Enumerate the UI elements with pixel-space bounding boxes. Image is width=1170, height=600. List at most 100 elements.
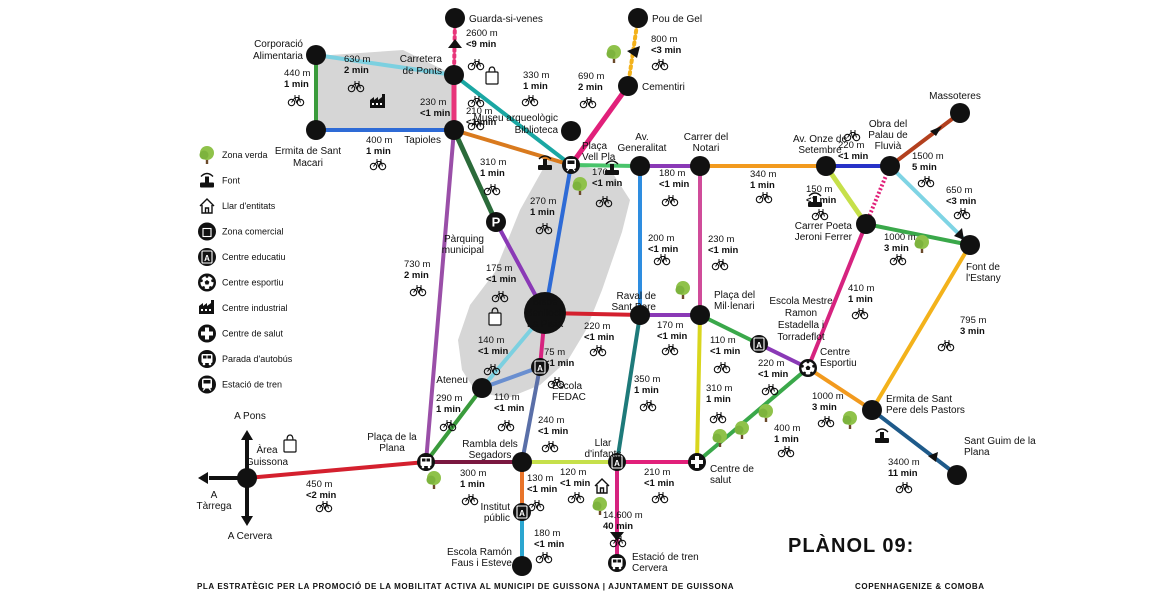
shopping-bag-icon <box>202 227 212 238</box>
bicycle-icon <box>709 412 727 424</box>
segment-distance: 800 m <box>651 34 677 45</box>
segment-distance: 180 m <box>659 168 685 179</box>
station-label-escola-ramon: Escola Ramón <box>447 547 512 558</box>
station-label-poeta: Carrer Poeta <box>795 221 853 232</box>
station-pougel[interactable] <box>628 8 648 28</box>
segment-time: <1 min <box>527 484 558 495</box>
station-rambla[interactable] <box>512 452 532 472</box>
legend-label: Zona verda <box>222 150 268 160</box>
bicycle-icon <box>467 59 485 71</box>
station-font-estany[interactable] <box>960 235 980 255</box>
station-poeta[interactable] <box>856 214 876 234</box>
bicycle-icon <box>567 492 585 504</box>
school-icon <box>197 247 217 267</box>
route-line-fedac-rambla <box>520 365 542 464</box>
station-generalitat[interactable] <box>630 156 650 176</box>
segment-time: 3 min <box>812 402 837 413</box>
bicycle-icon <box>315 501 333 513</box>
station-label-esportiu: Centre <box>820 347 850 358</box>
station-cementiri[interactable] <box>618 76 638 96</box>
legend-label: Font <box>222 176 241 186</box>
bicycle-icon <box>777 446 795 458</box>
segment-time: <1 min <box>592 178 623 189</box>
station-label-ermita-pere: Ermita de Sant <box>886 394 952 405</box>
station-label-esportiu: Esportiu <box>820 358 857 369</box>
segment-time: <1 min <box>420 108 451 119</box>
station-nodes[interactable] <box>237 8 980 576</box>
station-mil[interactable] <box>690 305 710 325</box>
segment-time: 3 min <box>884 243 909 254</box>
station-label-rambla: Segadors <box>469 450 512 461</box>
station-label-placa-vell: Vell Pla <box>582 152 616 163</box>
station-onze[interactable] <box>816 156 836 176</box>
station-ermita-pere[interactable] <box>862 400 882 420</box>
station-escola-ramon[interactable] <box>512 556 532 576</box>
commercial-zone-center <box>458 160 630 398</box>
station-ermita-macari[interactable] <box>306 120 326 140</box>
segment-distance: 300 m <box>460 468 486 479</box>
segment-time: <1 min <box>758 369 789 380</box>
station-massoteres[interactable] <box>950 103 970 123</box>
segment-time: <1 min <box>584 332 615 343</box>
direction-label-tarrega: Tàrrega <box>196 501 231 512</box>
segment-distance: 210 m <box>644 467 670 478</box>
segment-time: <1 min <box>708 245 739 256</box>
segment-distance: 2600 m <box>466 28 498 39</box>
bicycle-icon <box>589 345 607 357</box>
bicycle-icon <box>713 362 731 374</box>
segment-time: <1 min <box>544 358 575 369</box>
segment-distance: 795 m <box>960 315 986 326</box>
station-obra[interactable] <box>880 156 900 176</box>
station-institut <box>512 502 532 522</box>
route-line-onze-poeta <box>823 163 869 227</box>
segment-distance: 1500 m <box>912 151 944 162</box>
bus-icon <box>198 350 216 368</box>
segment-distance: 730 m <box>404 259 430 270</box>
shopping-bag-icon <box>485 66 499 85</box>
segment-distance: 220 m <box>758 358 784 369</box>
station-area[interactable] <box>237 468 257 488</box>
segment-time: <2 min <box>306 490 337 501</box>
station-label-font-estany: l'Estany <box>966 273 1001 284</box>
station-tapioles[interactable] <box>444 120 464 140</box>
route-line-tapioles-parquing <box>451 127 499 225</box>
tree-icon <box>675 281 690 299</box>
station-corporacio[interactable] <box>306 45 326 65</box>
station-label-rambla: Rambla dels <box>462 439 518 450</box>
tree-icon <box>199 146 214 164</box>
segment-time: <1 min <box>648 244 679 255</box>
tree-icon <box>712 429 727 447</box>
segment-time: <1 min <box>710 346 741 357</box>
segment-time: <1 min <box>494 403 525 414</box>
station-label-pougel: Pou de Gel <box>652 14 702 25</box>
station-carretera[interactable] <box>444 65 464 85</box>
station-esportiu <box>799 359 817 377</box>
station-label-llar: d'infants <box>585 449 622 460</box>
bicycle-icon <box>711 259 729 271</box>
route-line-esportiu-ermita_pere <box>806 366 874 412</box>
legend-label: Llar d'entitats <box>222 201 276 211</box>
bicycle-icon <box>653 254 671 266</box>
segment-time: 1 min <box>523 81 548 92</box>
station-guim[interactable] <box>947 465 967 485</box>
station-label-font-estany: Font de <box>966 262 1000 273</box>
route-line-salut-esportiu <box>695 366 810 464</box>
fountain-icon <box>199 172 215 189</box>
station-label-area: Àrea <box>256 443 278 456</box>
legend-label: Centre industrial <box>222 303 288 313</box>
station-raval[interactable] <box>630 305 650 325</box>
station-bisbe[interactable] <box>524 292 566 334</box>
station-guarda[interactable] <box>445 8 465 28</box>
house-icon <box>594 478 610 494</box>
station-museu[interactable] <box>561 121 581 141</box>
station-notari[interactable] <box>690 156 710 176</box>
station-ateneu[interactable] <box>472 378 492 398</box>
bicycle-icon <box>755 192 773 204</box>
station-label-generalitat: Generalitat <box>618 143 667 154</box>
station-label-obra: Fluvià <box>875 141 902 152</box>
route-line-placa_vell-bisbe <box>543 163 573 315</box>
segment-distance: 130 m <box>527 473 553 484</box>
tree-icon <box>842 411 857 429</box>
station-label-parquing: municipal <box>442 245 484 256</box>
